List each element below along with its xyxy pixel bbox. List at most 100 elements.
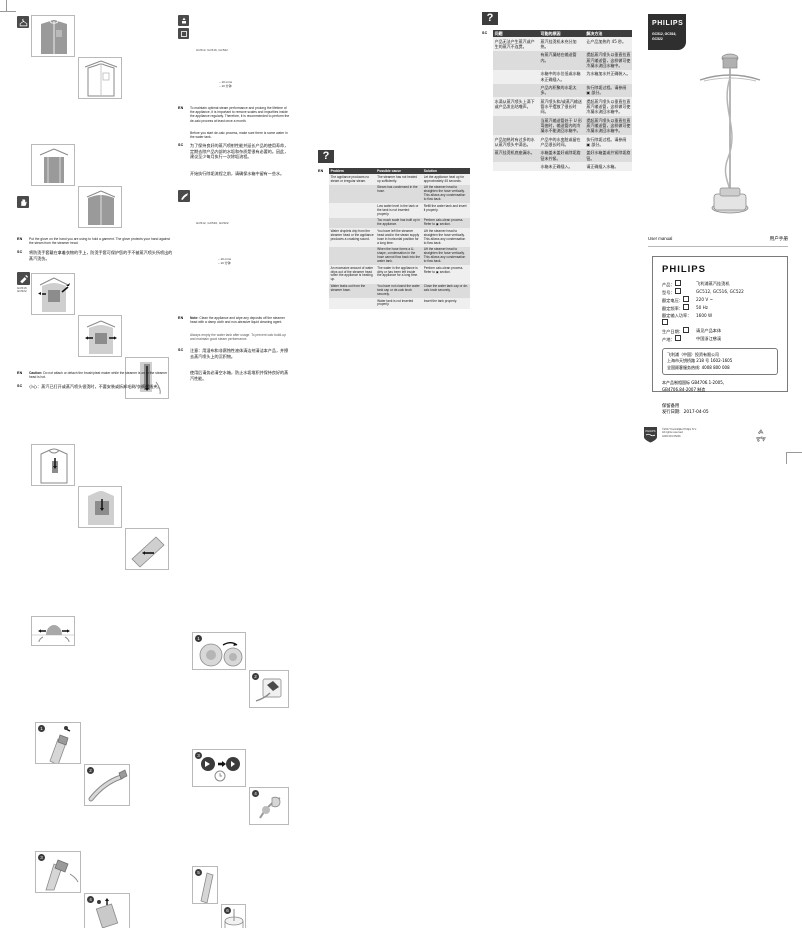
clean-text-sc: SC 注意：用湿布和非腐蚀性液体清洁剂清洁本产品，并擦去蒸汽喷头上的沉积物。: [178, 348, 290, 359]
cell-cause: 水箱中的水位低或水箱未正确插入。: [538, 69, 585, 84]
troubleshooting-en-lang-label: EN: [318, 169, 324, 173]
header-solution-sc: 解决方法: [584, 30, 632, 38]
spec-row: 产地：中国浙江慈溪: [662, 335, 778, 343]
spec-row: 额定电压：220 V ~: [662, 296, 778, 304]
descale-step-3: 3: [192, 749, 246, 787]
clean-icon: [178, 190, 190, 202]
cell-problem: [493, 162, 539, 171]
header-problem-sc: 问题: [493, 30, 539, 38]
table-row: 有蒸汽凝结在输送管内。提起蒸汽喷头以垂直拉直蒸汽输送管，这样做可使冷凝水流回水箱…: [493, 50, 632, 70]
cell-solution: Lift the steamer head to straighten the …: [422, 246, 470, 266]
cell-cause: When the hose forms a U-shape, condensat…: [375, 246, 423, 266]
spec-key: 额定输入功率：: [662, 312, 696, 327]
user-manual-sc: 用户手册: [769, 237, 788, 242]
troubleshooting-en-table: Problem Possible cause Solution The appl…: [329, 168, 470, 309]
brush-en-text: Caution: Do not attach or detach the bru…: [29, 371, 175, 379]
calc-clean-icon: [178, 28, 189, 39]
spec-row: 额定频率：50 Hz: [662, 304, 778, 312]
cover-models-line1: GC512, GC516,: [652, 32, 677, 36]
glove-icon: [17, 196, 29, 208]
crop-mark-bottom-right: [786, 452, 787, 464]
clean-text-en: EN Note: Clean the appliance and wipe an…: [178, 316, 290, 324]
descale-icon: [178, 15, 189, 26]
table-header-row: 问题 可能的原因 解决方法: [493, 30, 632, 38]
clean-timer-en: – 10 mins: [218, 257, 232, 261]
footer-issue-date-label: 发行日期:: [662, 410, 681, 415]
spec-value: 飞利浦蒸汽挂烫机: [696, 281, 730, 286]
cell-solution: Let the appliance heat up for approximat…: [422, 174, 470, 185]
address-line: 上海市天钥桥路 218 号 1602-1605: [667, 358, 733, 364]
cell-solution: 执行除垢过程。请参阅 ▣ 部分。: [584, 83, 632, 98]
table-row: Too much scale has built up in the appli…: [329, 217, 470, 229]
descale-timer-sc: – 10 分钟: [219, 84, 232, 88]
cell-problem: The appliance produces no steam or irreg…: [329, 174, 376, 185]
spec-value: GC512, GC516, GC522: [696, 289, 744, 294]
glove-sc-text: 将防烫手套戴在拿着衣物的手上，防烫手套可保护您的手不被蒸汽喷头所喷出的蒸汽烫伤。: [29, 250, 173, 261]
brush-icon-glyph: [17, 272, 30, 285]
cell-cause: Too much scale has built up in the appli…: [375, 217, 423, 229]
clean-sc-text2: 使用后请务必清空水箱，防止水垢堆积并保持良好的蒸汽性能。: [190, 370, 289, 381]
spec-standards: 本产品制相国标 GB4706.1-2005,GB4706.84-2007 制造: [662, 380, 778, 393]
cell-solution: Close the water tank cap or de-calc knob…: [422, 283, 470, 299]
cell-cause: 蒸汽挂烫机未充分加热。: [538, 37, 585, 51]
address-line: 飞利浦（中国）投资有限公司: [667, 352, 719, 357]
copyright-line-1: ©2017 Koninklijke Philips N.V.: [662, 428, 697, 431]
troubleshooting-sc-table: 问题 可能的原因 解决方法 产品无法产生蒸汽或产生的蒸汽不连贯。蒸汽挂烫机未充分…: [493, 30, 632, 171]
brush-step-3: 3: [35, 851, 81, 893]
checkbox-icon: [674, 335, 681, 341]
spec-key: 额定频率：: [662, 304, 696, 312]
garment-icon-badge: [17, 16, 29, 28]
cell-cause: You have not closed the water tank cap o…: [375, 283, 423, 299]
glove-text-en: EN Put the glove on the hand you are usi…: [17, 237, 175, 245]
checkbox-icon: [682, 304, 689, 310]
descale-step-4: 4: [249, 787, 289, 825]
cloth-icon: [178, 190, 190, 202]
cell-cause: 蒸汽喷头和/或蒸汽输送管水平摆放了很长时间。: [538, 97, 585, 117]
descale-step-1: 1: [192, 632, 246, 670]
cell-solution: Perform calc-clean process. Refer to ▣ s…: [422, 265, 470, 284]
cell-cause: 产品内积聚的水垢太多。: [538, 83, 585, 98]
troubleshooting-sc-lang-label: SC: [482, 31, 488, 35]
cell-solution: 提起蒸汽喷头以垂直拉直蒸汽输送管，这样做可使冷凝水流回水箱中。: [584, 97, 632, 117]
brush-step-1: 1: [35, 722, 81, 764]
footer-keep-label: 保留备用: [662, 404, 680, 409]
cell-solution: 提起蒸汽喷头以垂直拉直蒸汽输送管，这样做可使冷凝水流回水箱中。: [584, 50, 632, 70]
clean-en-text: Note: Clean the appliance and wipe any d…: [190, 316, 290, 324]
spec-row: 产品：飞利浦蒸汽挂烫机: [662, 280, 778, 288]
spec-row: 额定输入功率：1600 W: [662, 312, 778, 327]
clean-en-lang-label: EN: [178, 316, 184, 320]
cell-cause: Steam has condensed in the hose.: [375, 184, 423, 204]
table-row: An excessive amount of water drips out o…: [329, 265, 470, 284]
cell-problem: [493, 50, 539, 70]
cell-solution: Perform calc-clean process. Refer to ▣ s…: [422, 217, 470, 229]
spec-key: 产品：: [662, 280, 696, 288]
crop-mark-top-left: [6, 0, 7, 11]
cell-solution: 请正确插入水箱。: [584, 162, 632, 171]
spec-key: 产地：: [662, 335, 696, 343]
brush-sc-text: 小心：蒸汽已打开或蒸汽喷头很烫时，不要安装或拆卸毛刷/衣裤褶线夹。: [29, 384, 162, 389]
troubleshooting-en: EN Problem Possible cause Solution The a…: [318, 168, 470, 309]
spec-value: 220 V ~: [696, 297, 714, 302]
cell-problem: [493, 83, 539, 98]
header-problem: Problem: [329, 168, 376, 175]
glove-en-lang-label: EN: [17, 237, 23, 241]
table-header-row: Problem Possible cause Solution: [329, 168, 470, 175]
step-number: 3: [195, 752, 202, 759]
cell-problem: 产品无法产生蒸汽或产生的蒸汽不连贯。: [493, 37, 539, 51]
question-mark-icon-sc: ?: [482, 12, 498, 25]
spec-value: 中国浙江慈溪: [696, 336, 722, 341]
cell-cause: 水箱盖未盖好或除垢旋钮未拧紧。: [538, 148, 585, 163]
glove-en-text: Put the glove on the hand you are using …: [29, 237, 170, 246]
cell-solution: 为水箱加水并正确装入。: [584, 69, 632, 84]
standard-line: 本产品制相国标 GB4706.1-2005,: [662, 380, 725, 386]
cell-problem: An excessive amount of water drips out o…: [329, 265, 376, 284]
cell-cause: You have left the steamer head and/or th…: [375, 228, 423, 247]
footer-copyright: ©2017 Koninklijke Philips N.V. All right…: [662, 428, 697, 438]
recycle-icon: [754, 428, 768, 447]
descale-models-label: GC512, GC516, GC522: [196, 48, 228, 52]
step-number: 4: [252, 790, 259, 797]
copyright-line-2: All rights reserved: [662, 431, 683, 435]
brush-sc-lang-label: SC: [17, 384, 23, 388]
garment-step-5: [31, 273, 75, 315]
